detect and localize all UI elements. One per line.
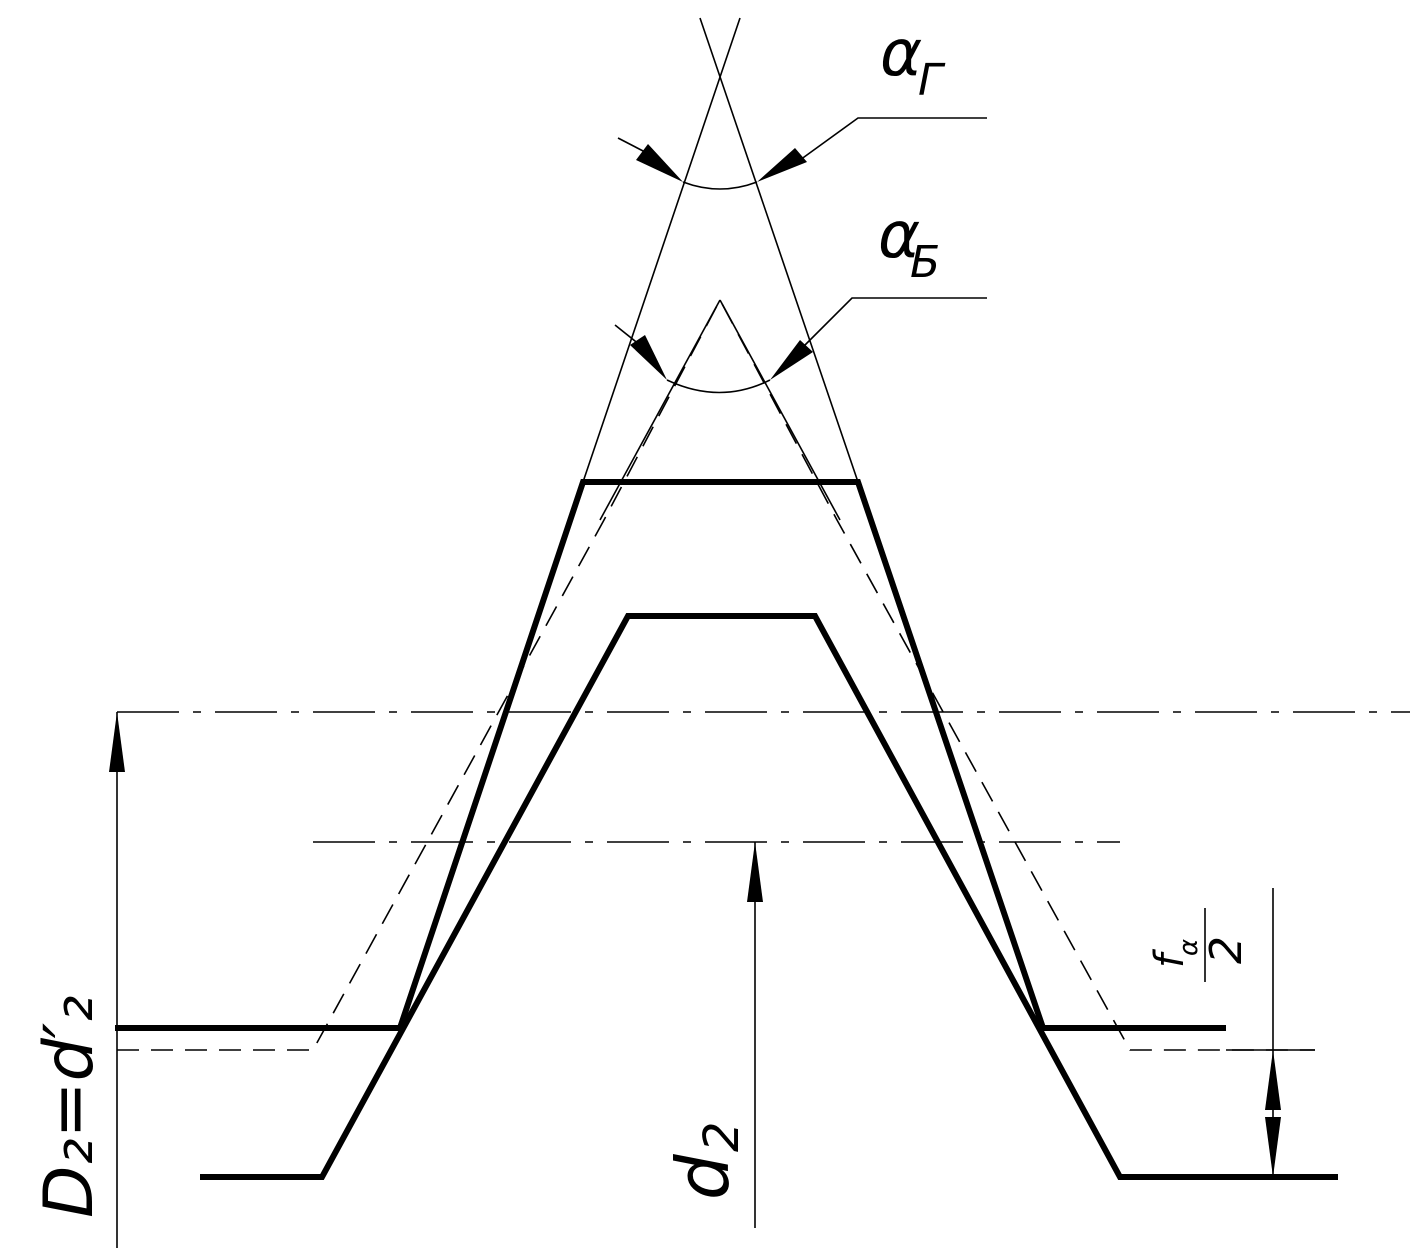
lower-angle-right-line	[719, 299, 841, 521]
D2-arrow	[109, 712, 125, 772]
d2-dimension	[747, 842, 763, 1228]
lower-left-arrow	[630, 335, 667, 380]
d2-arrow	[747, 842, 763, 902]
f-alpha-dimension	[1226, 888, 1315, 1177]
right-flank-extension-line	[582, 17, 741, 483]
label-D2-eq: D₂=d′₂	[30, 996, 109, 1218]
lower-leader-line	[799, 297, 987, 351]
label-alpha-g: α Г	[880, 17, 946, 106]
D2-eq-text: D₂=d′₂	[30, 996, 109, 1218]
f-alpha-lower-arrow	[1265, 1117, 1281, 1177]
lower-angle-arc	[666, 379, 771, 394]
lower-angle-left-line	[599, 299, 721, 521]
alpha-g-symbol: α	[880, 17, 922, 91]
alpha-g-subscript: Г	[918, 55, 946, 106]
f-alpha-numerator-subscript: α	[1174, 939, 1204, 956]
d2-subscript: 2	[694, 1121, 750, 1152]
f-alpha-denominator: 2	[1201, 936, 1252, 964]
f-alpha-upper-arrow	[1265, 1050, 1281, 1110]
alpha-b-symbol: α	[878, 199, 920, 273]
d2-symbol: d	[661, 1153, 745, 1200]
left-flank-extension-line	[699, 17, 859, 483]
label-alpha-b: α Б	[878, 199, 940, 288]
lower-right-arrow	[770, 340, 813, 380]
upper-right-arrow	[757, 148, 807, 182]
alpha-b-subscript: Б	[910, 237, 940, 288]
label-f-alpha: f α 2	[1147, 908, 1252, 982]
upper-left-arrow-tail	[617, 137, 646, 153]
angle-arrows	[614, 117, 987, 380]
angle-construction-lines	[582, 17, 859, 521]
upper-leader-line	[799, 117, 987, 161]
nominal-profile-dashed	[117, 298, 1315, 1051]
upper-left-arrow	[636, 144, 683, 182]
upper-angle-arc	[682, 181, 758, 190]
lower-thread-profile	[200, 613, 1338, 1180]
label-d2: d 2	[661, 1121, 750, 1200]
D2-dimension	[109, 712, 125, 1248]
upper-thread-profile	[115, 479, 1226, 1031]
